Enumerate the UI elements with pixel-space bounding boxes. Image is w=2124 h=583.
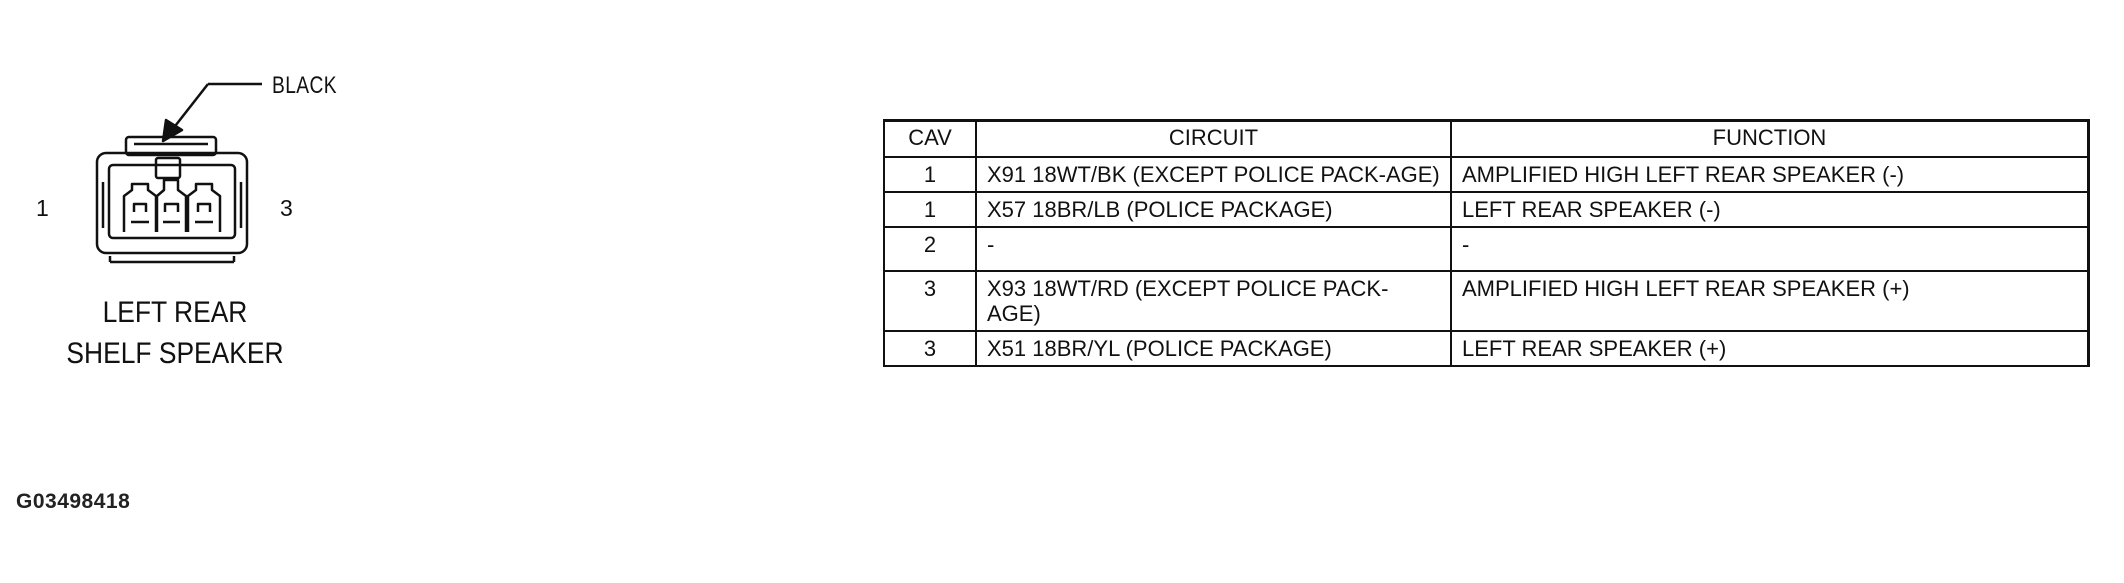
cell-function: AMPLIFIED HIGH LEFT REAR SPEAKER (+) (1450, 270, 2090, 332)
cell-function: LEFT REAR SPEAKER (+) (1450, 330, 2090, 367)
cavity-1 (122, 182, 158, 232)
pin-number-left: 1 (36, 195, 50, 221)
connector-body (95, 151, 249, 255)
color-leader-arrow-shaft (171, 83, 209, 131)
table-row: 1 X57 18BR/LB (POLICE PACKAGE) LEFT REAR… (883, 191, 2090, 228)
header-circuit: CIRCUIT (975, 119, 1452, 158)
header-cav: CAV (883, 119, 977, 158)
figure-id: G03498418 (16, 490, 131, 513)
cell-cav: 2 (883, 226, 977, 272)
pinout-table: CAV CIRCUIT FUNCTION 1 X91 18WT/BK (EXCE… (883, 119, 2090, 367)
pin-number-right: 3 (280, 195, 294, 221)
connector-name-line1: LEFT REAR (102, 296, 248, 329)
cell-circuit: X57 18BR/LB (POLICE PACKAGE) (975, 191, 1452, 228)
table-row: 1 X91 18WT/BK (EXCEPT POLICE PACK-AGE) A… (883, 156, 2090, 193)
table-header-row: CAV CIRCUIT FUNCTION (883, 119, 2090, 158)
cell-circuit: X93 18WT/RD (EXCEPT POLICE PACK-AGE) (975, 270, 1452, 332)
cavity-3 (186, 182, 222, 232)
cell-cav: 3 (883, 270, 977, 332)
cell-circuit: X91 18WT/BK (EXCEPT POLICE PACK-AGE) (975, 156, 1452, 193)
connector-diagram (95, 82, 262, 264)
table-row: 2 - - (883, 226, 2090, 272)
cell-function: AMPLIFIED HIGH LEFT REAR SPEAKER (-) (1450, 156, 2090, 193)
table-row: 3 X51 18BR/YL (POLICE PACKAGE) LEFT REAR… (883, 330, 2090, 367)
cell-function: - (1450, 226, 2090, 272)
connector-color-label: BLACK (272, 72, 337, 99)
connector-latch (124, 135, 218, 157)
table-row: 3 X93 18WT/RD (EXCEPT POLICE PACK-AGE) A… (883, 270, 2090, 332)
cell-cav: 1 (883, 191, 977, 228)
cell-cav: 1 (883, 156, 977, 193)
cavity-2 (155, 178, 188, 232)
cell-cav: 3 (883, 330, 977, 367)
cell-circuit: - (975, 226, 1452, 272)
connector-name-line2: SHELF SPEAKER (66, 337, 284, 370)
cell-circuit: X51 18BR/YL (POLICE PACKAGE) (975, 330, 1452, 367)
cell-function: LEFT REAR SPEAKER (-) (1450, 191, 2090, 228)
connector-name: LEFT REAR SHELF SPEAKER (47, 292, 302, 374)
header-function: FUNCTION (1450, 119, 2090, 158)
